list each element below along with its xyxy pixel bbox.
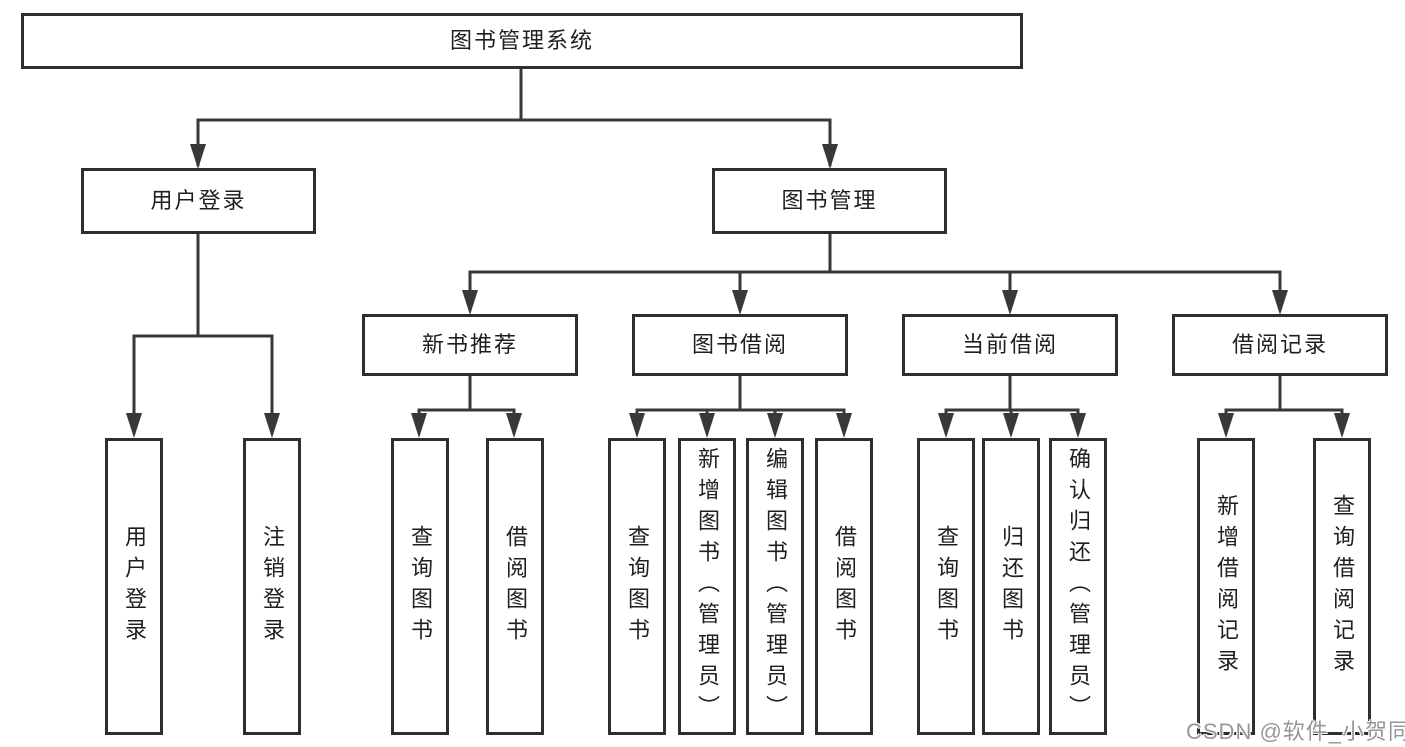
- node-root: 图书管理系统: [21, 13, 1023, 69]
- leaf-logout-label: 注销登录: [260, 524, 285, 649]
- leaf-query-borrow-record: 查询借阅记录: [1313, 438, 1371, 735]
- leaf-query-books-current-label: 查询图书: [934, 524, 959, 649]
- leaf-borrow-books-recommend: 借阅图书: [486, 438, 544, 735]
- leaf-user-login: 用户登录: [105, 438, 163, 735]
- node-book-borrow-label: 图书借阅: [691, 332, 788, 357]
- node-new-book-recommend: 新书推荐: [362, 314, 578, 376]
- leaf-edit-books-admin-label: 编辑图书（管理员）: [763, 447, 788, 726]
- leaf-query-books-borrow: 查询图书: [608, 438, 666, 735]
- leaf-return-books-label: 归还图书: [999, 524, 1024, 649]
- leaf-query-books-recommend: 查询图书: [391, 438, 449, 735]
- leaf-add-books-admin-label: 新增图书（管理员）: [695, 447, 720, 726]
- node-book-management-label: 图书管理: [781, 188, 878, 213]
- leaf-return-books: 归还图书: [982, 438, 1040, 735]
- leaf-user-login-label: 用户登录: [122, 524, 147, 649]
- leaf-borrow-books: 借阅图书: [815, 438, 873, 735]
- node-root-label: 图书管理系统: [449, 28, 594, 53]
- leaf-query-books-borrow-label: 查询图书: [625, 524, 650, 649]
- node-book-borrow: 图书借阅: [632, 314, 848, 376]
- node-borrow-records-label: 借阅记录: [1231, 332, 1328, 357]
- leaf-query-borrow-record-label: 查询借阅记录: [1330, 493, 1355, 680]
- node-user-login: 用户登录: [81, 168, 316, 234]
- leaf-logout: 注销登录: [243, 438, 301, 735]
- leaf-borrow-books-recommend-label: 借阅图书: [503, 524, 528, 649]
- leaf-query-books-current: 查询图书: [917, 438, 975, 735]
- leaf-edit-books-admin: 编辑图书（管理员）: [746, 438, 804, 735]
- leaf-add-books-admin: 新增图书（管理员）: [678, 438, 736, 735]
- leaf-borrow-books-label: 借阅图书: [832, 524, 857, 649]
- leaf-confirm-return-admin-label: 确认归还（管理员）: [1066, 447, 1091, 726]
- node-new-book-recommend-label: 新书推荐: [421, 332, 518, 357]
- leaf-add-borrow-record: 新增借阅记录: [1197, 438, 1255, 735]
- node-borrow-records: 借阅记录: [1172, 314, 1388, 376]
- node-user-login-label: 用户登录: [150, 188, 247, 213]
- leaf-add-borrow-record-label: 新增借阅记录: [1214, 493, 1239, 680]
- leaf-confirm-return-admin: 确认归还（管理员）: [1049, 438, 1107, 735]
- leaf-query-books-recommend-label: 查询图书: [408, 524, 433, 649]
- node-current-borrow-label: 当前借阅: [961, 332, 1058, 357]
- node-current-borrow: 当前借阅: [902, 314, 1118, 376]
- node-book-management: 图书管理: [712, 168, 947, 234]
- csdn-watermark: CSDN @软件_小贺同学: [1186, 719, 1405, 744]
